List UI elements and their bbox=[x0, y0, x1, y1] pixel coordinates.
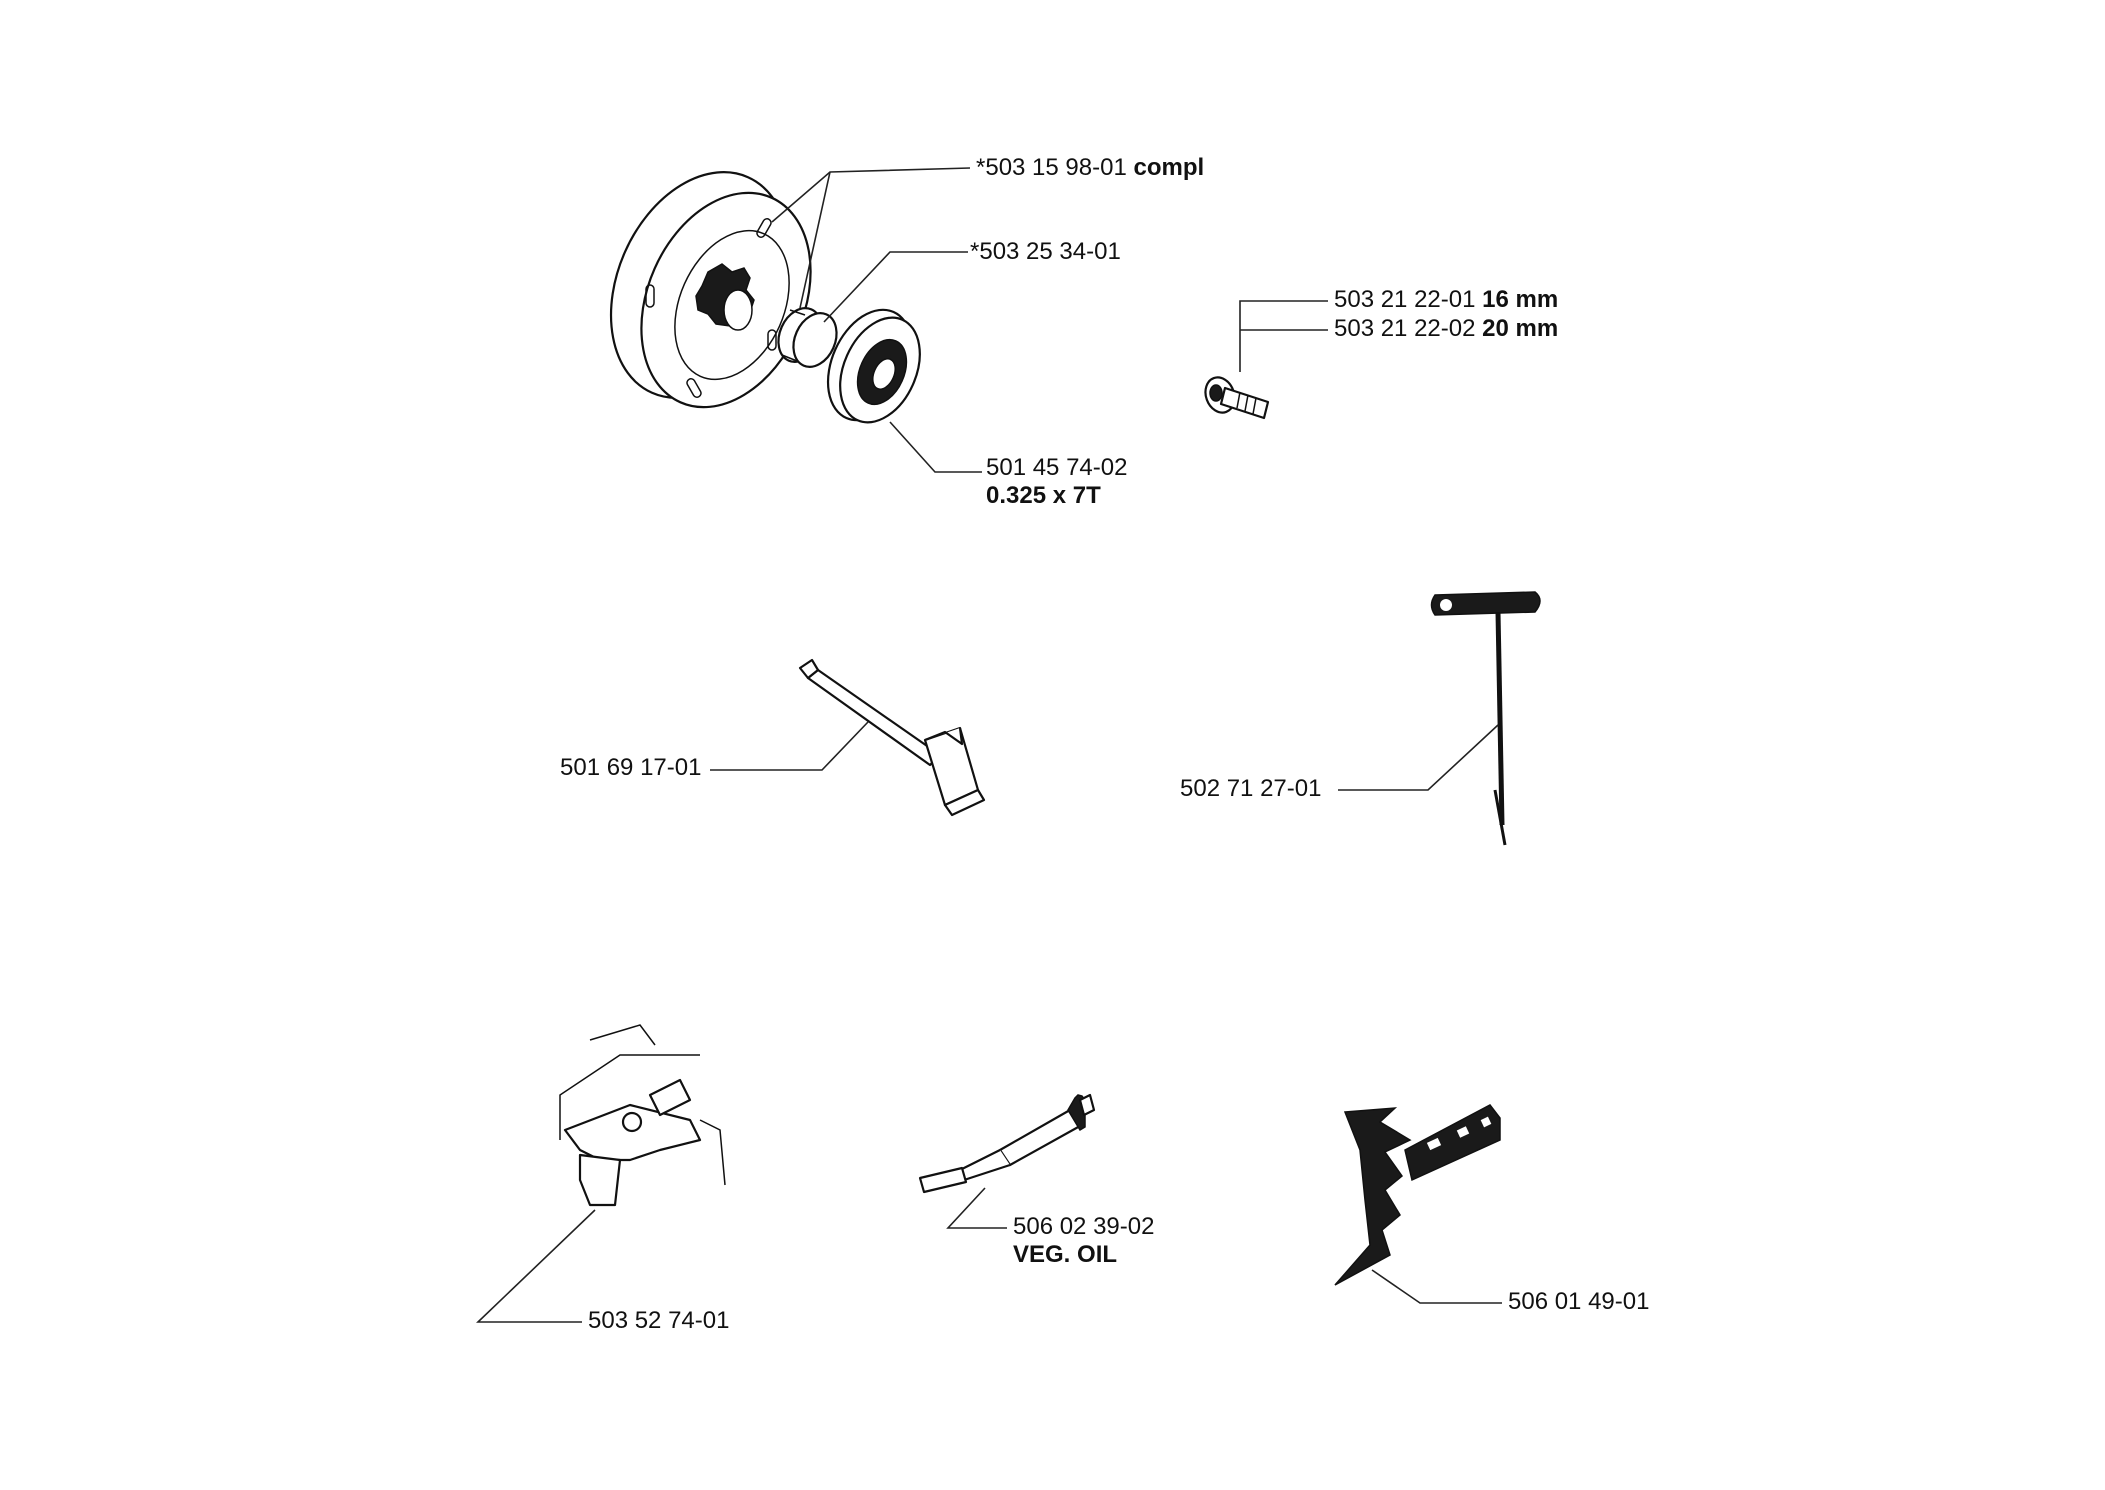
depth-gauge-illustration bbox=[1334, 1104, 1501, 1286]
combi-wrench-illustration bbox=[798, 658, 986, 817]
grease-gun-illustration bbox=[918, 1093, 1096, 1194]
leader-lines bbox=[476, 167, 1502, 1323]
needle-bearing-label: *503 25 34-01 bbox=[970, 238, 1121, 265]
combi-wrench-label: 501 69 17-01 bbox=[560, 754, 702, 781]
sprocket-illustration bbox=[826, 308, 921, 424]
bar-bolt-20-label: 503 21 22-02 20 mm bbox=[1334, 315, 1559, 342]
bumper-spike-illustration bbox=[559, 1024, 726, 1207]
clutch-drum-label: *503 15 98-01 compl bbox=[976, 154, 1205, 181]
clutch-drum-illustration bbox=[609, 171, 812, 409]
depth-gauge-label: 506 01 49-01 bbox=[1508, 1288, 1650, 1315]
sprocket-label: 501 45 74-02 0.325 x 7T bbox=[986, 454, 1128, 509]
grease-gun-label: 506 02 39-02 VEG. OIL bbox=[1013, 1213, 1155, 1268]
bar-bolt-16-label: 503 21 22-01 16 mm bbox=[1334, 286, 1559, 313]
torx-key-label: 502 71 27-01 bbox=[1180, 775, 1322, 802]
bar-bolt-illustration bbox=[1204, 376, 1270, 420]
bumper-spike-label: 503 52 74-01 bbox=[588, 1307, 730, 1334]
needle-bearing-illustration bbox=[777, 307, 838, 368]
torx-key-illustration bbox=[1430, 591, 1541, 846]
